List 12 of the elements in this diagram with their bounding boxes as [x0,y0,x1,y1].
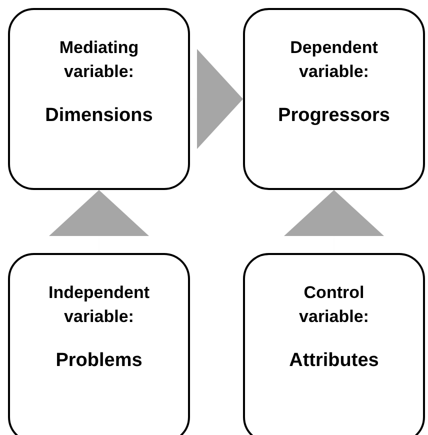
variable-heading: Mediating variable: [58,37,140,83]
rounded-box [243,253,425,435]
rounded-box [243,8,425,190]
variable-name: Attributes [289,349,379,373]
rounded-box [8,253,190,435]
variable-name: Dimensions [45,104,153,128]
variable-heading: Independent variable: [47,282,151,328]
rounded-box [8,8,190,190]
variable-name: Problems [56,349,142,373]
variable-name: Progressors [278,104,390,128]
variable-heading: Dependent variable: [289,37,379,83]
variable-heading: Control variable: [298,282,370,328]
